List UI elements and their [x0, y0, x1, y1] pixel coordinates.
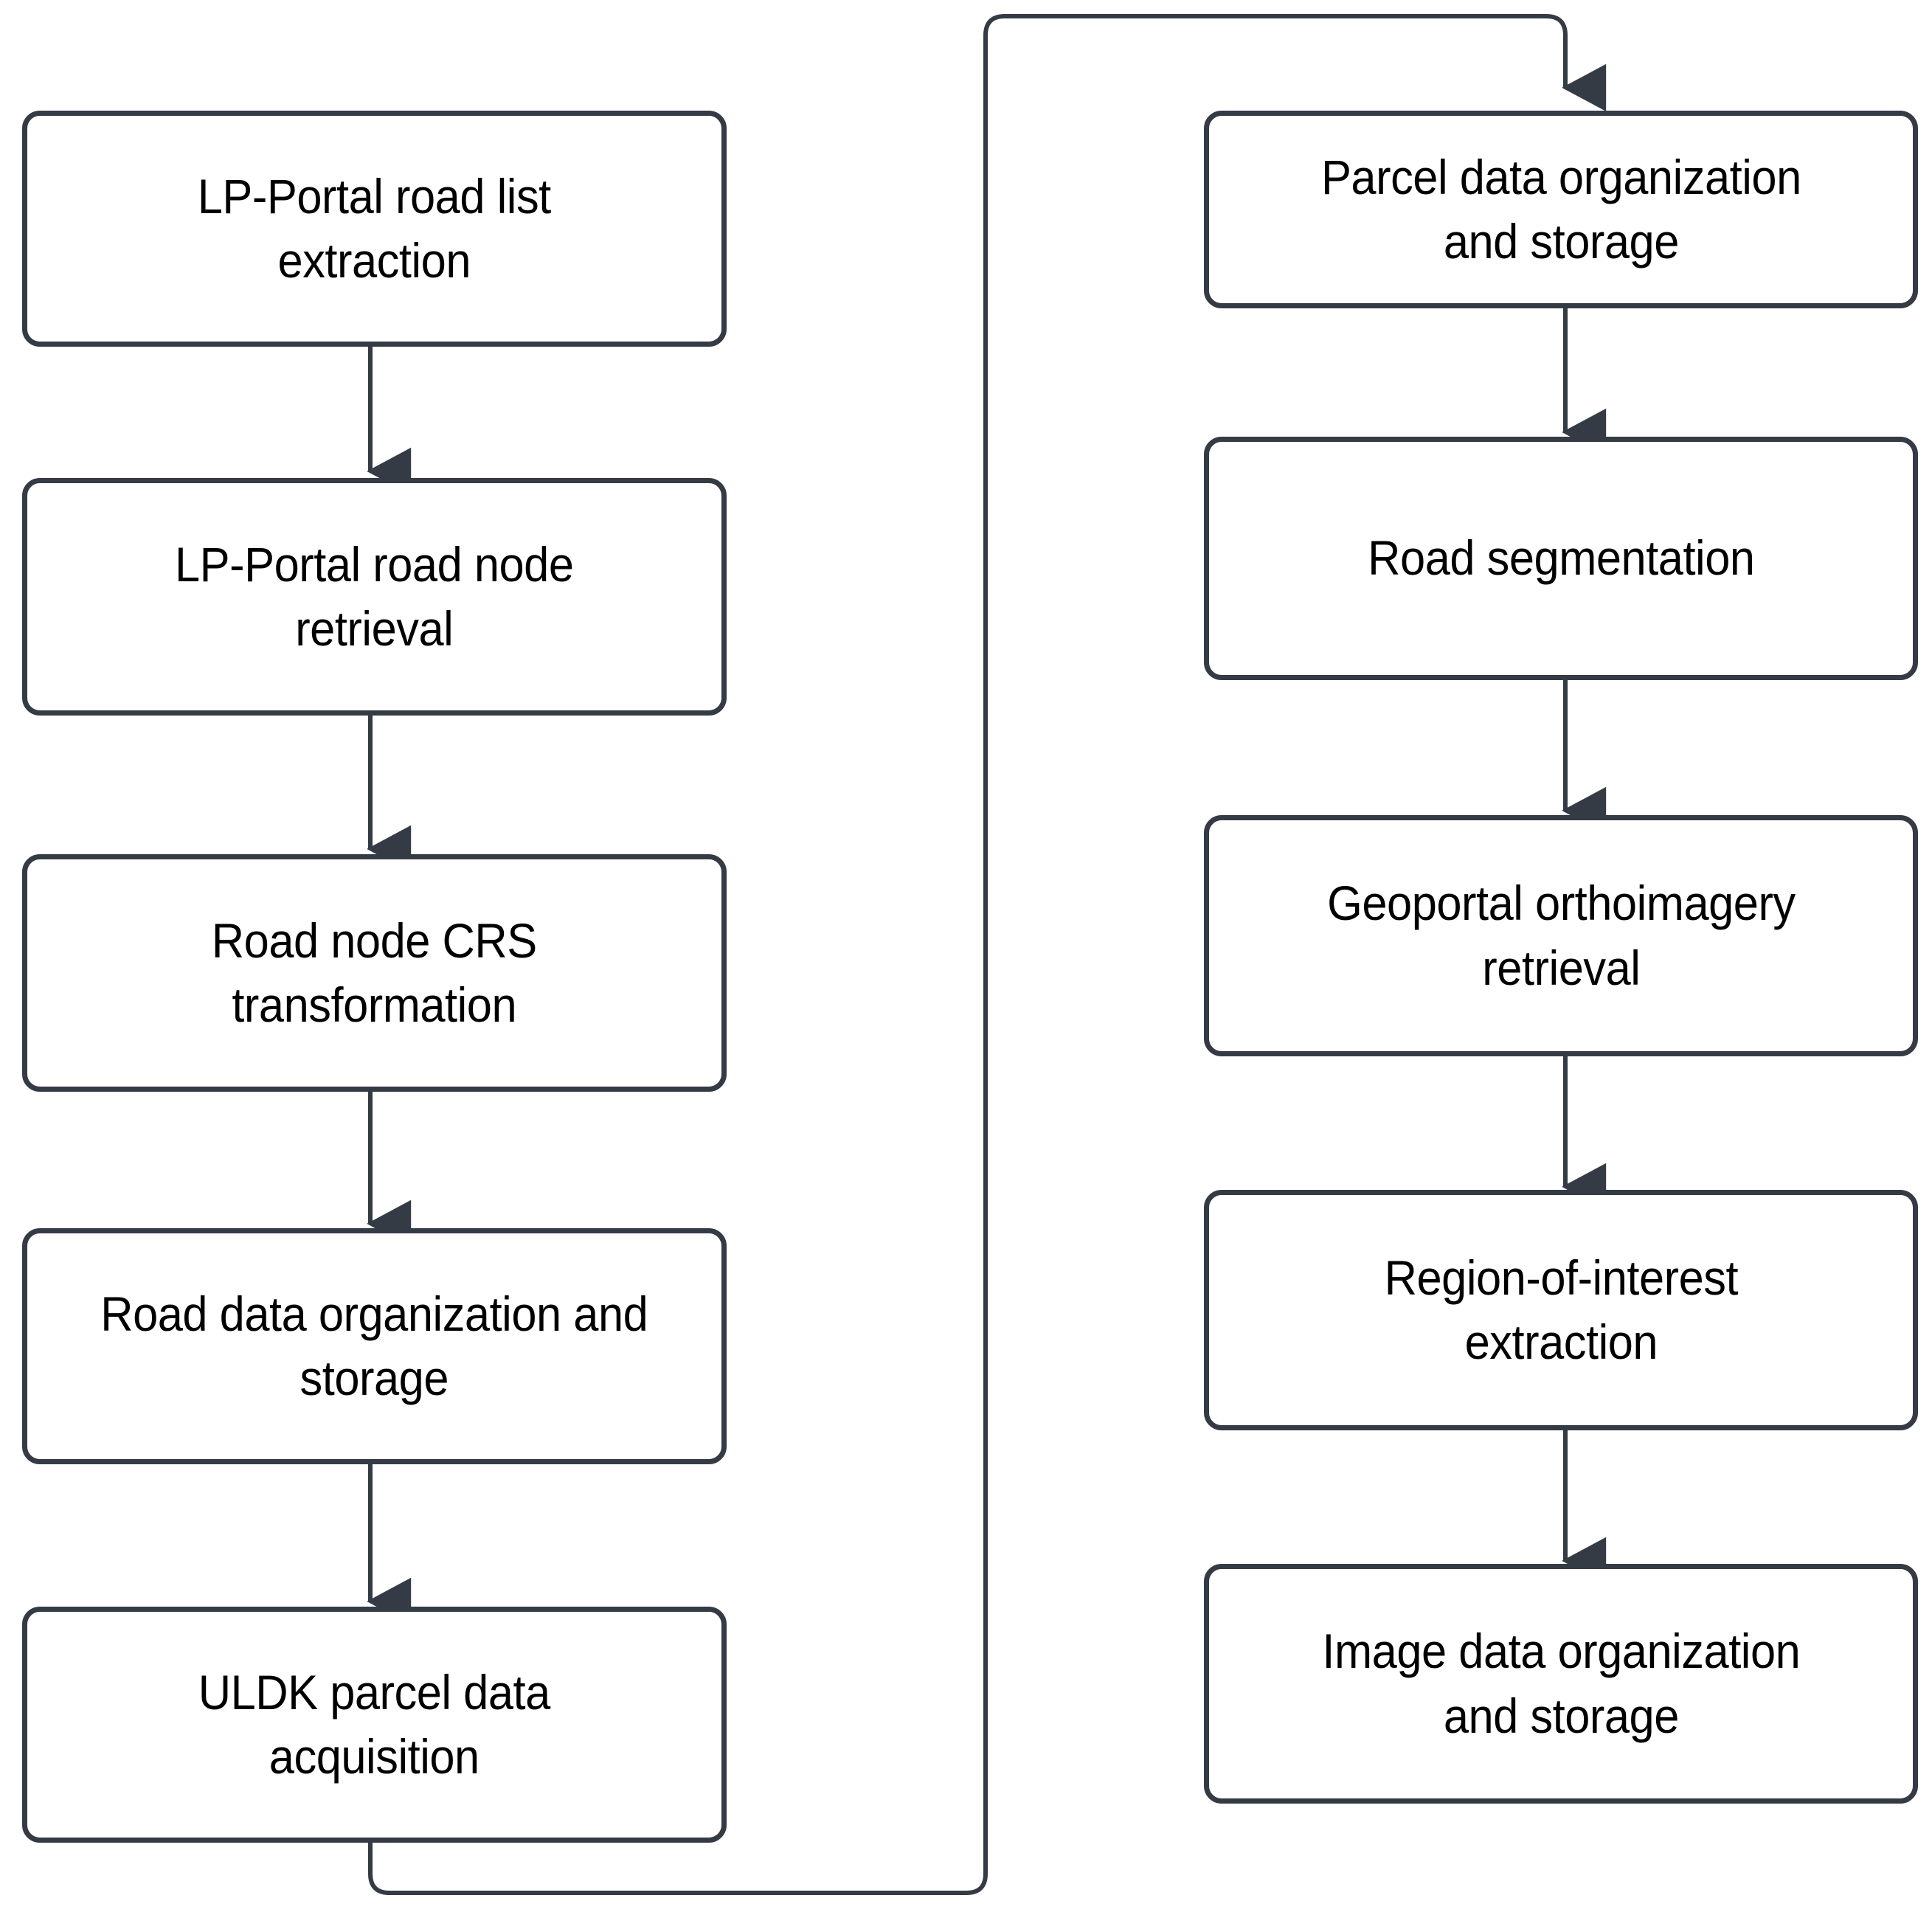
node-parcel-data-organization-and-storage[interactable]: Parcel data organization and storage [1204, 111, 1918, 308]
node-label: Road data organization and storage [100, 1286, 648, 1405]
node-label: Geoportal orthoimagery retrieval [1326, 876, 1796, 995]
node-label: Image data organization and storage [1322, 1624, 1800, 1743]
node-road-data-organization-and-storage[interactable]: Road data organization and storage [22, 1228, 727, 1464]
node-lp-portal-road-list-extraction[interactable]: LP-Portal road list extraction [22, 111, 727, 347]
node-geoportal-orthoimagery-retrieval[interactable]: Geoportal orthoimagery retrieval [1204, 815, 1918, 1056]
node-region-of-interest-extraction[interactable]: Region-of-interest extraction [1204, 1190, 1918, 1430]
node-uldk-parcel-data-acquisition[interactable]: ULDK parcel data acquisition [22, 1607, 727, 1843]
node-road-segmentation[interactable]: Road segmentation [1204, 437, 1918, 680]
node-label: Road node CRS transformation [212, 912, 537, 1032]
node-road-node-crs-transformation[interactable]: Road node CRS transformation [22, 854, 727, 1092]
node-label: LP-Portal road node retrieval [175, 536, 574, 656]
node-image-data-organization-and-storage[interactable]: Image data organization and storage [1204, 1564, 1918, 1804]
node-label: Parcel data organization and storage [1320, 149, 1801, 269]
node-lp-portal-road-node-retrieval[interactable]: LP-Portal road node retrieval [22, 478, 727, 716]
node-label: Road segmentation [1367, 530, 1755, 586]
node-label: ULDK parcel data acquisition [198, 1664, 551, 1784]
node-label: Region-of-interest extraction [1384, 1250, 1738, 1369]
node-label: LP-Portal road list extraction [197, 168, 552, 288]
